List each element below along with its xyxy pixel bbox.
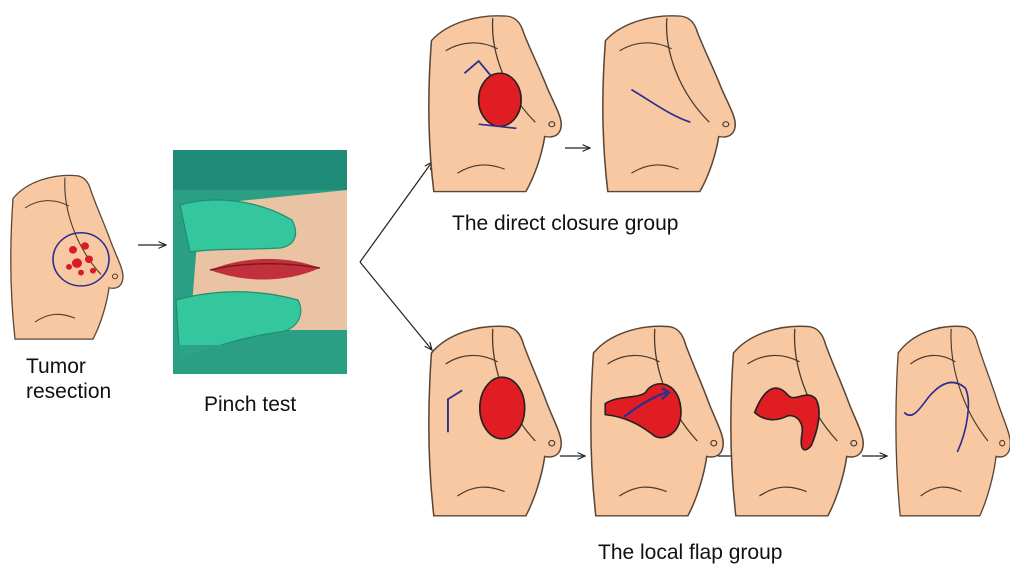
flap-torso-4: [896, 326, 1010, 516]
direct-torso-1: [429, 16, 561, 192]
local-flap-group-label: The local flap group: [598, 540, 782, 565]
tumor-resection-label-line1: Tumor: [26, 354, 86, 379]
pinch-test-label: Pinch test: [204, 392, 296, 417]
flap-torso-2: [591, 326, 723, 516]
direct-torso-2: [603, 16, 735, 192]
tumor-resection-label-line2: resection: [26, 379, 111, 404]
flap-torso-1: [429, 326, 561, 516]
arrow-to-direct: [360, 162, 432, 262]
arrow-to-flap: [360, 262, 432, 350]
direct-closure-group-label: The direct closure group: [452, 211, 678, 236]
pinch-test-photo: [173, 150, 347, 374]
tumor-resection-torso: [11, 175, 123, 339]
flap-torso-3: [731, 326, 863, 516]
